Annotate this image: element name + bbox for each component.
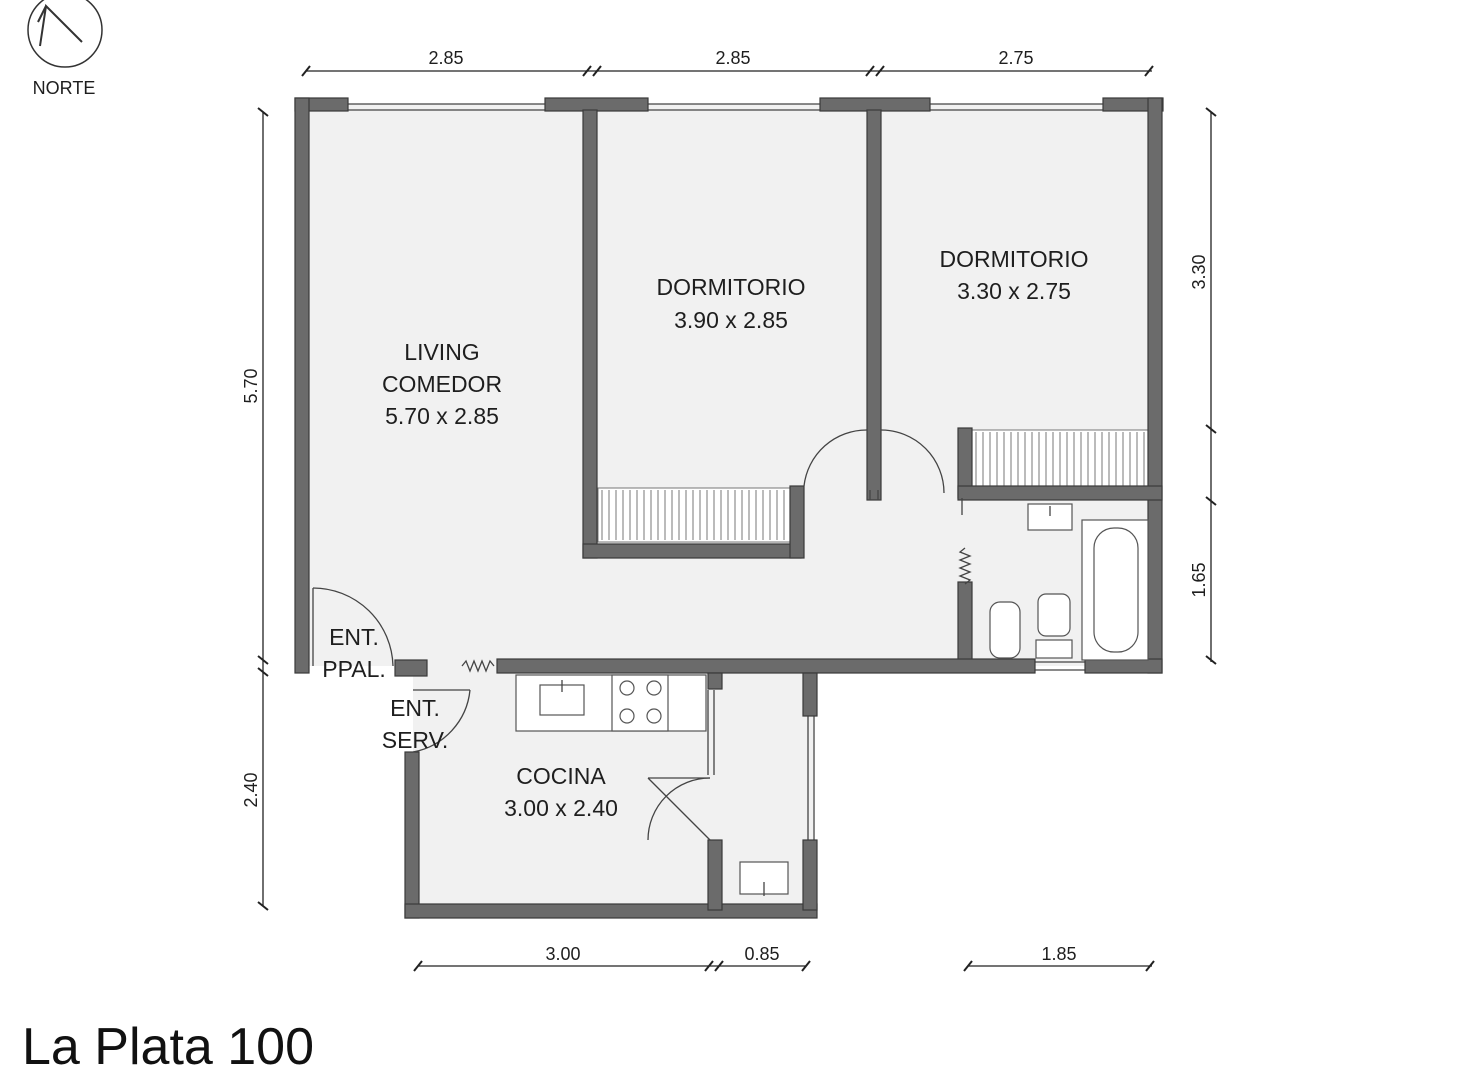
- dim-top-2: 2.85: [715, 48, 750, 68]
- dim-right-1: 3.30: [1189, 254, 1209, 289]
- kitchen-sink-icon: [539, 684, 585, 716]
- toilet-icon: [1037, 593, 1071, 637]
- door-dormitorio-2-icon: [880, 429, 945, 494]
- dim-bottom-2: 0.85: [744, 944, 779, 964]
- bathroom-fixtures: [989, 503, 1149, 661]
- door-dormitorio-1-icon: [803, 429, 868, 487]
- bathroom-sliding-door-icon: [958, 547, 972, 585]
- dim-top-1: 2.85: [428, 48, 463, 68]
- north-arrow-icon: [39, 3, 83, 47]
- dormitorio-1-size: 3.90 x 2.85: [674, 307, 788, 333]
- sliding-door-icon: [461, 659, 495, 673]
- closet-dormitorio-1: [597, 487, 797, 543]
- dim-left-2: 2.40: [241, 772, 261, 807]
- north-compass: NORTE: [27, 0, 103, 98]
- door-entrada-principal-icon: [312, 587, 394, 667]
- dim-bottom-3: 1.85: [1041, 944, 1076, 964]
- compass-circle: [27, 0, 103, 68]
- compass-label: NORTE: [33, 78, 96, 98]
- floor-area: [305, 104, 1155, 912]
- plan-title: La Plata 100: [22, 1018, 314, 1076]
- living-label-line2: COMEDOR: [382, 371, 502, 397]
- cocina-size: 3.00 x 2.40: [504, 795, 618, 821]
- living-label-line1: LIVING: [404, 339, 479, 365]
- living-size: 5.70 x 2.85: [385, 403, 499, 429]
- dim-top-3: 2.75: [998, 48, 1033, 68]
- dim-left-1: 5.70: [241, 368, 261, 403]
- dormitorio-2-size: 3.30 x 2.75: [957, 278, 1071, 304]
- entrada-servicio-line2: SERV.: [382, 727, 449, 753]
- closet-dormitorio-2: [971, 429, 1149, 489]
- dim-bottom-1: 3.00: [545, 944, 580, 964]
- entrada-servicio-line1: ENT.: [390, 695, 440, 721]
- entrada-principal-line1: ENT.: [329, 624, 379, 650]
- bidet-icon: [989, 601, 1021, 659]
- cocina-label: COCINA: [516, 763, 606, 789]
- doors: [312, 429, 972, 841]
- door-entrada-servicio-icon: [412, 689, 471, 753]
- entrada-principal-line2: PPAL.: [322, 656, 386, 682]
- dormitorio-2-label: DORMITORIO: [939, 246, 1088, 272]
- walls: [294, 97, 1164, 919]
- room-labels: LIVING COMEDOR 5.70 x 2.85 DORMITORIO 3.…: [322, 246, 1088, 821]
- dimension-lines: 2.85 2.85 2.75 3.00 0.85 1.85 5.70 2.40 …: [241, 48, 1217, 972]
- kitchen-fixtures: [515, 674, 789, 896]
- dim-right-2: 1.65: [1189, 562, 1209, 597]
- dormitorio-1-label: DORMITORIO: [656, 274, 805, 300]
- windows: [348, 103, 1103, 840]
